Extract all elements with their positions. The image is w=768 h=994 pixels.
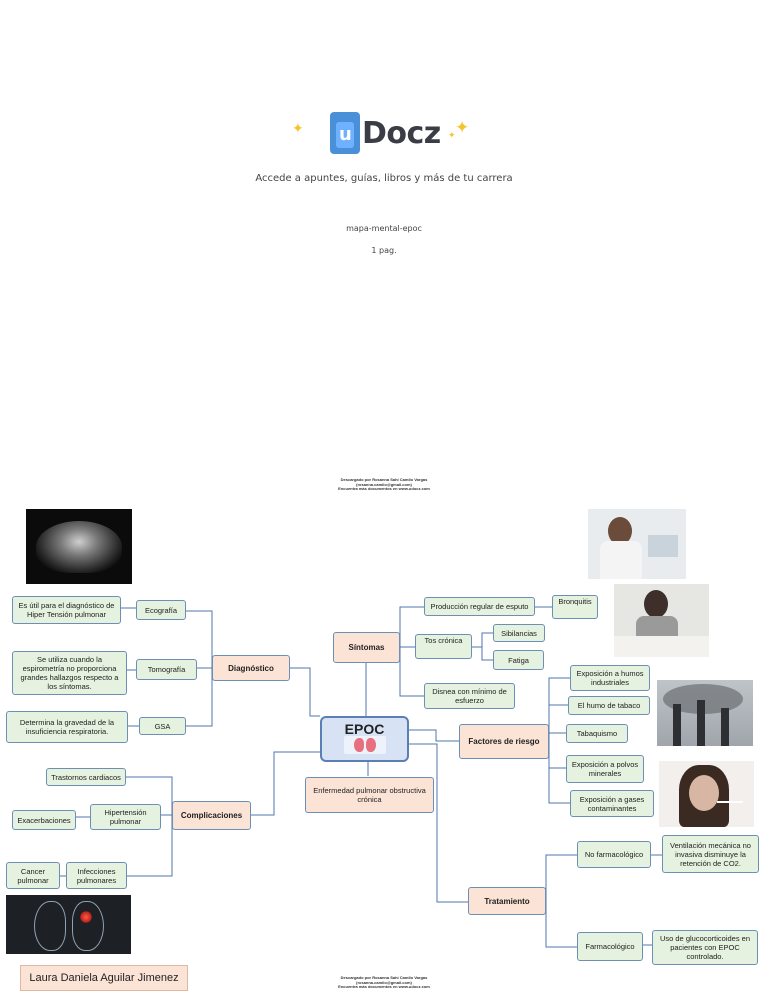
download-note-top: Descargado por Rosanna Sahí Camilo Varga… xyxy=(338,477,430,492)
sintoma-tos: Tos crónica xyxy=(415,634,472,659)
smoking-woman-photo xyxy=(659,761,754,827)
diag-ecografia-desc: Es útil para el diagnóstico de Hiper Ten… xyxy=(12,596,121,624)
trat-farmacologico-desc: Uso de glucocorticoides en pacientes con… xyxy=(652,930,758,965)
diag-gsa-desc: Determina la gravedad de la insuficienci… xyxy=(6,711,128,743)
diag-tomografia-desc: Se utiliza cuando la espirometría no pro… xyxy=(12,651,127,695)
coughing-woman-photo xyxy=(588,509,686,579)
comp-infecciones: Infecciones pulmonares xyxy=(66,862,127,889)
comp-exacerbaciones: Exacerbaciones xyxy=(12,810,76,830)
trat-no-farmacologico: No farmacológico xyxy=(577,841,651,868)
trat-no-farmacologico-desc: Ventilación mecánica no invasiva disminu… xyxy=(662,835,759,873)
diag-gsa: GSA xyxy=(139,717,186,735)
trat-farmacologico: Farmacológico xyxy=(577,932,643,961)
factor-gases: Exposición a gases contaminantes xyxy=(570,790,654,817)
sick-woman-photo xyxy=(614,584,709,657)
center-node-epoc: EPOC xyxy=(320,716,409,762)
diag-tomografia: Tomografía xyxy=(136,659,197,680)
comp-hipertension: Hipertensión pulmonar xyxy=(90,804,161,830)
diag-ecografia: Ecografía xyxy=(136,600,186,620)
sintoma-fatiga: Fatiga xyxy=(493,650,544,670)
sparkle-icon: ✦ xyxy=(292,120,304,136)
comp-trastornos: Trastornos cardiacos xyxy=(46,768,126,786)
factor-humo-tabaco: El humo de tabaco xyxy=(568,696,650,715)
lungs-cancer-image xyxy=(6,895,131,954)
udocz-logo-text: Docz xyxy=(362,115,441,151)
factor-polvos: Exposición a polvos minerales xyxy=(566,755,644,783)
branch-tratamiento: Tratamiento xyxy=(468,887,546,915)
branch-complicaciones: Complicaciones xyxy=(172,801,251,830)
document-name: mapa-mental-epoc xyxy=(346,224,422,233)
sintoma-bronquitis: Bronquitis xyxy=(552,595,598,619)
definition-node: Enfermedad pulmonar obstructiva crónica xyxy=(305,777,434,813)
sparkle-icon: ✦ xyxy=(455,118,470,137)
lungs-icon xyxy=(343,735,386,754)
download-note-bottom: Descargado por Rosanna Sahí Camilo Varga… xyxy=(338,975,430,990)
udocz-logo: u Docz xyxy=(330,112,441,154)
center-title: EPOC xyxy=(344,720,385,737)
factory-smoke-photo xyxy=(657,680,753,746)
branch-diagnostico: Diagnóstico xyxy=(212,655,290,681)
sparkle-icon: ✦ xyxy=(448,130,456,140)
factor-tabaquismo: Tabaquismo xyxy=(566,724,628,743)
page-count: 1 pag. xyxy=(371,246,397,255)
ultrasound-image xyxy=(26,509,132,584)
branch-sintomas: Síntomas xyxy=(333,632,400,663)
sintoma-esputo: Producción regular de esputo xyxy=(424,597,535,616)
udocz-logo-mark: u xyxy=(330,112,360,154)
tagline: Accede a apuntes, guías, libros y más de… xyxy=(255,173,513,184)
author-label: Laura Daniela Aguilar Jimenez xyxy=(20,965,188,991)
sintoma-disnea: Disnea con mínimo de esfuerzo xyxy=(424,683,515,709)
factor-humos: Exposición a humos industriales xyxy=(570,665,650,691)
branch-factores: Factores de riesgo xyxy=(459,724,549,759)
sintoma-sibilancias: Sibilancias xyxy=(493,624,545,642)
comp-cancer: Cancer pulmonar xyxy=(6,862,60,889)
